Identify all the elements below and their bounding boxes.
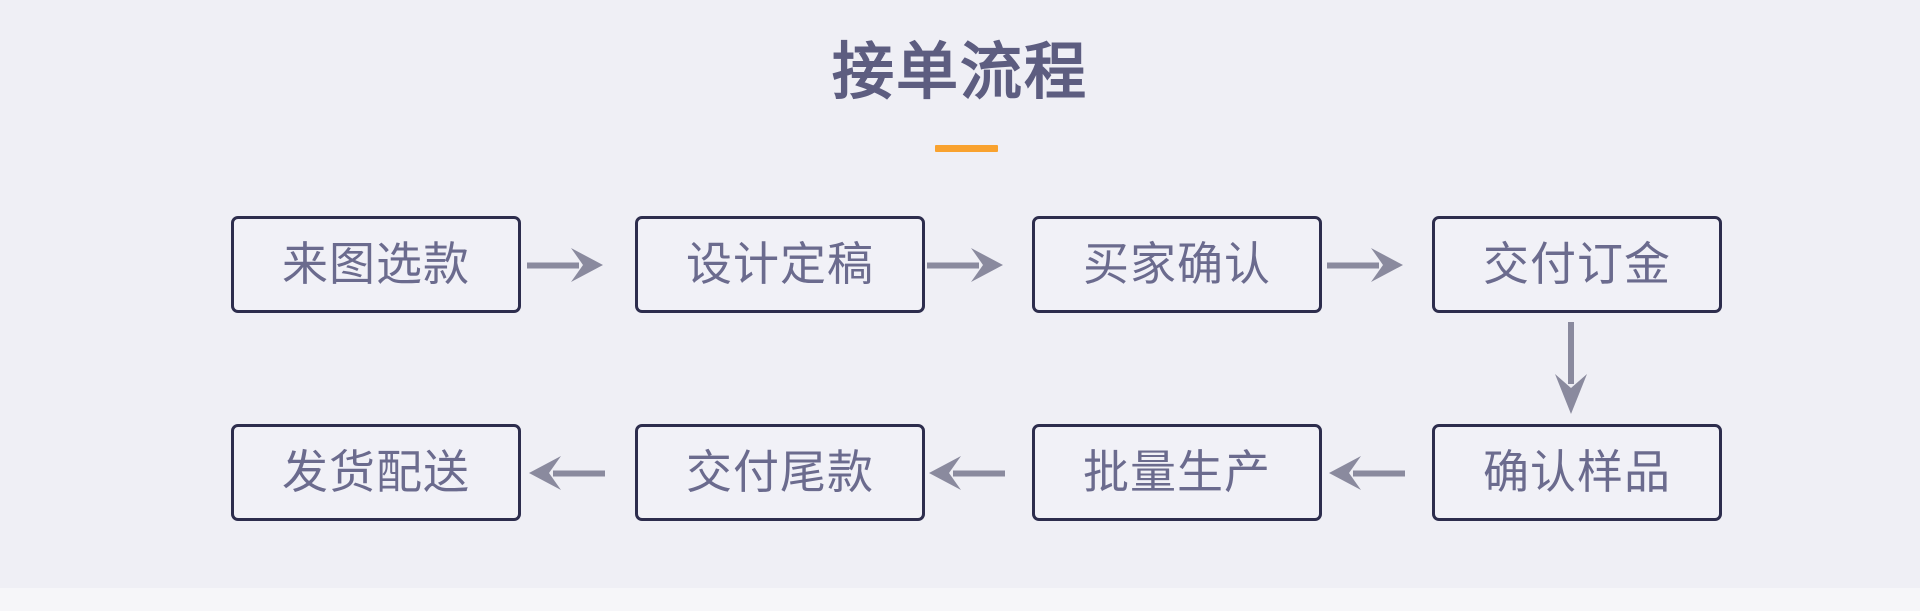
flow-step-2[interactable]: 设计定稿 — [635, 216, 925, 313]
flow-step-4-label: 交付订金 — [1483, 238, 1671, 290]
flow-step-5[interactable]: 确认样品 — [1432, 424, 1722, 521]
flow-step-6-label: 批量生产 — [1083, 446, 1271, 498]
flow-step-4[interactable]: 交付订金 — [1432, 216, 1722, 313]
arrow-left-icon-1 — [1327, 450, 1405, 496]
flow-step-1[interactable]: 来图选款 — [231, 216, 521, 313]
arrow-down-icon — [1551, 322, 1591, 416]
flow-step-2-label: 设计定稿 — [686, 238, 874, 290]
flow-step-6[interactable]: 批量生产 — [1032, 424, 1322, 521]
title-accent-underline — [935, 145, 998, 152]
flow-step-7-label: 交付尾款 — [686, 446, 874, 498]
page-title: 接单流程 — [831, 39, 1088, 107]
flow-step-3-label: 买家确认 — [1083, 238, 1271, 290]
flow-step-8-label: 发货配送 — [282, 446, 470, 498]
panel-footer-strip — [0, 588, 1920, 611]
flow-step-3[interactable]: 买家确认 — [1032, 216, 1322, 313]
arrow-left-icon-3 — [527, 450, 605, 496]
arrow-right-icon-3 — [1327, 242, 1405, 288]
flow-step-5-label: 确认样品 — [1483, 446, 1671, 498]
flow-step-1-label: 来图选款 — [282, 238, 470, 290]
arrow-right-icon-1 — [527, 242, 605, 288]
flow-step-8[interactable]: 发货配送 — [231, 424, 521, 521]
arrow-right-icon-2 — [927, 242, 1005, 288]
flow-step-7[interactable]: 交付尾款 — [635, 424, 925, 521]
arrow-left-icon-2 — [927, 450, 1005, 496]
